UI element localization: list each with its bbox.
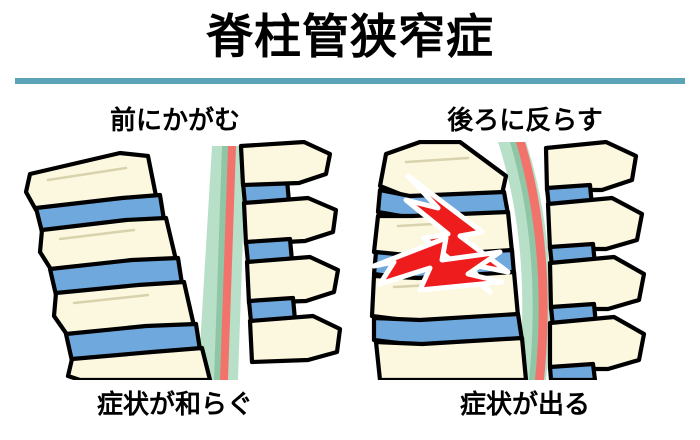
title-divider xyxy=(15,78,685,84)
panel-extension: 後ろに反らす xyxy=(350,92,700,440)
vertebral-bodies-flexion xyxy=(23,150,213,380)
panel-flexion: 前にかがむ xyxy=(0,92,350,440)
panel-container: 前にかがむ xyxy=(0,92,700,440)
panel-extension-top-caption: 後ろに反らす xyxy=(447,106,603,136)
page-title: 脊柱管狭窄症 xyxy=(206,10,494,65)
panel-flexion-top-caption: 前にかがむ xyxy=(109,106,240,136)
panel-extension-bottom-caption: 症状が出る xyxy=(459,390,590,420)
pain-bolt-lower xyxy=(371,235,505,293)
panel-flexion-bottom-caption: 症状が和らぐ xyxy=(96,390,253,420)
spinal-canal-flexion xyxy=(198,146,246,380)
spine-diagram-extension xyxy=(350,140,700,380)
spinal-canal-extension xyxy=(498,142,551,380)
posterior-elements-flexion xyxy=(238,140,343,365)
posterior-elements-extension xyxy=(543,140,647,380)
spine-diagram-flexion xyxy=(0,140,350,380)
pain-bolts-group xyxy=(371,173,511,295)
